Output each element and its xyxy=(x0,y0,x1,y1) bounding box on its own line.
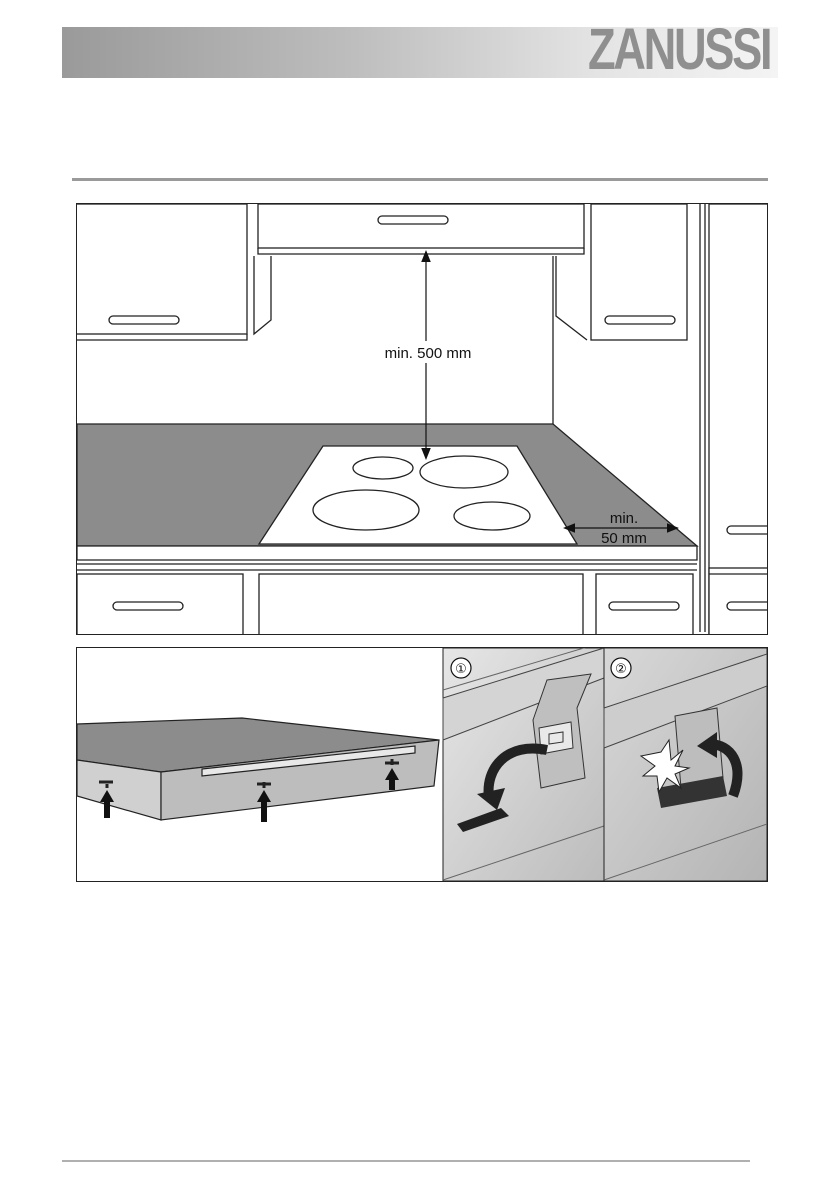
upper-cabinet-right xyxy=(591,204,687,340)
upper-cabinet-left xyxy=(77,204,247,334)
clearance-side-label-2: 50 mm xyxy=(601,530,647,547)
footer-divider xyxy=(62,1160,750,1162)
base-cabinets xyxy=(77,564,767,634)
brand-logo: ZANUSSI xyxy=(588,19,740,81)
hob-underside xyxy=(77,718,439,820)
step2-panel: ② xyxy=(604,648,767,881)
step1-panel: ① xyxy=(443,648,604,881)
step2-label: ② xyxy=(615,662,627,677)
kitchen-illustration: min. 500 mm min. 50 mm xyxy=(77,204,767,634)
install-illustration: ① ② xyxy=(77,648,767,881)
kitchen-clearance-figure: min. 500 mm min. 50 mm xyxy=(76,203,768,635)
clearance-above-label: min. 500 mm xyxy=(385,345,472,362)
range-hood-cabinet xyxy=(258,204,584,254)
clip-installation-figure: ① ② xyxy=(76,647,768,882)
step1-label: ① xyxy=(455,662,467,677)
clearance-side-label-1: min. xyxy=(610,510,638,527)
section-divider xyxy=(72,178,768,181)
